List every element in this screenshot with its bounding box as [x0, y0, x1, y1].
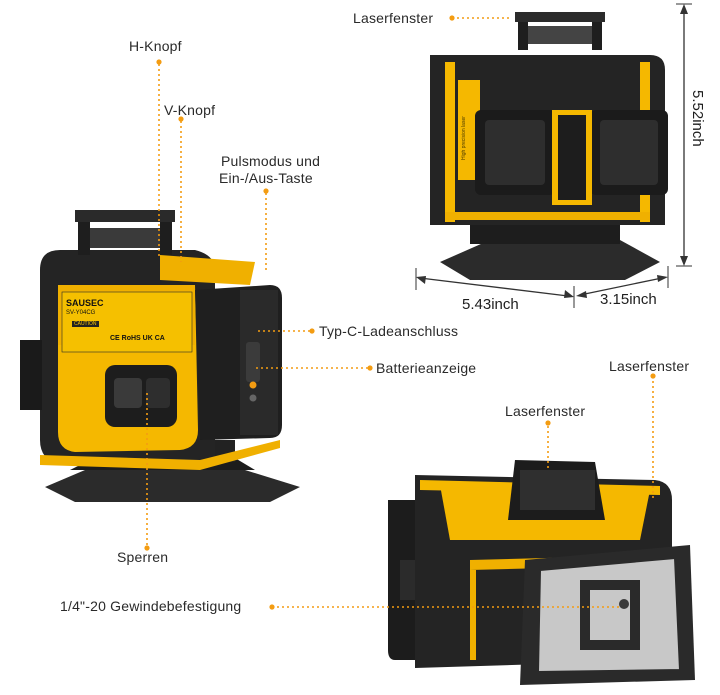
label-sperren: Sperren	[117, 549, 169, 565]
label-laserfenster-bottom: Laserfenster	[505, 403, 586, 419]
label-batterie: Batterieanzeige	[376, 360, 477, 376]
callout-lines	[146, 17, 654, 608]
callout-dots	[144, 15, 656, 610]
label-laserfenster-top: Laserfenster	[353, 10, 434, 26]
product-model: SV-Y04CG	[66, 310, 96, 316]
label-typc: Typ-C-Ladeanschluss	[319, 323, 459, 339]
dimension-width: 5.43inch	[462, 296, 519, 313]
dimension-height: 5.52inch	[689, 90, 706, 147]
right-laser-device-front	[430, 12, 668, 280]
right-laser-device-lying	[388, 460, 695, 685]
label-laserfenster-right: Laserfenster	[609, 358, 690, 374]
product-brand: SAUSEC	[66, 298, 104, 308]
dimension-lines	[415, 3, 692, 308]
label-pulsmodus-line2: Ein-/Aus-Taste	[219, 170, 313, 186]
product-marks: CE RoHS UK CA	[110, 335, 165, 342]
dimension-depth: 3.15inch	[600, 291, 657, 308]
left-laser-device	[20, 210, 300, 502]
label-v-knopf: V-Knopf	[164, 102, 216, 118]
label-pulsmodus-line1: Pulsmodus und	[221, 153, 321, 169]
label-gewinde: 1/4"-20 Gewindebefestigung	[60, 598, 242, 614]
product-side-text: High precision laser	[461, 116, 467, 160]
product-caution: CAUTION	[72, 321, 99, 327]
label-h-knopf: H-Knopf	[129, 38, 182, 54]
